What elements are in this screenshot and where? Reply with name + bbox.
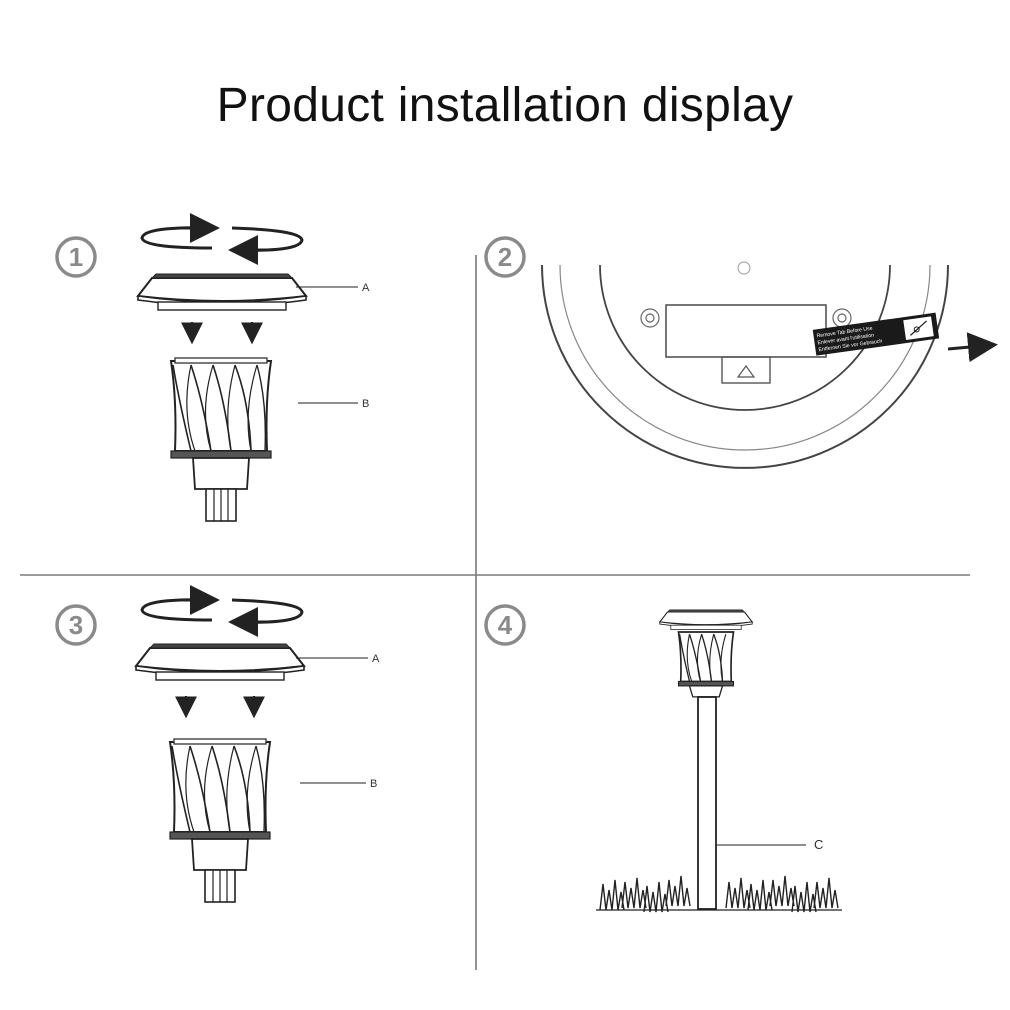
step-4-panel: 4 C — [484, 604, 842, 913]
svg-text:4: 4 — [498, 610, 513, 640]
step-2-number: 2 — [484, 236, 526, 278]
step-3-number: 3 — [55, 604, 97, 646]
remove-tab-sticker[interactable]: Remove Tab Before Use Enlever avant l'ut… — [812, 312, 940, 356]
step-1-number: 1 — [55, 236, 97, 278]
twist-arrows-icon — [142, 228, 302, 251]
lamp-body-b — [169, 738, 271, 903]
step-2-panel: 2 Remove Tab Before Use Enlever avant l'… — [484, 236, 998, 469]
ground-stake-c — [697, 696, 717, 910]
label-c: C — [814, 837, 823, 852]
step-1-panel: 1 A B — [55, 228, 370, 522]
lamp-underside — [541, 261, 949, 469]
label-b: B — [362, 398, 369, 410]
svg-text:1: 1 — [69, 242, 83, 272]
label-b: B — [370, 778, 377, 790]
lamp-head-a — [137, 273, 307, 311]
step-4-number: 4 — [484, 604, 526, 646]
twist-arrows-icon — [142, 600, 302, 623]
battery-cover — [665, 304, 827, 358]
lamp-body-b — [170, 357, 272, 522]
pull-arrow-icon — [947, 332, 998, 363]
svg-text:3: 3 — [69, 610, 83, 640]
svg-text:2: 2 — [498, 242, 512, 272]
grass-icon — [596, 875, 842, 913]
label-a: A — [372, 653, 380, 665]
page-title: Product installation display — [216, 79, 794, 132]
step-3-panel: 3 A B — [55, 600, 380, 903]
label-a: A — [362, 282, 370, 294]
assembled-lamp: C — [659, 609, 823, 910]
lamp-head-a — [135, 643, 305, 681]
